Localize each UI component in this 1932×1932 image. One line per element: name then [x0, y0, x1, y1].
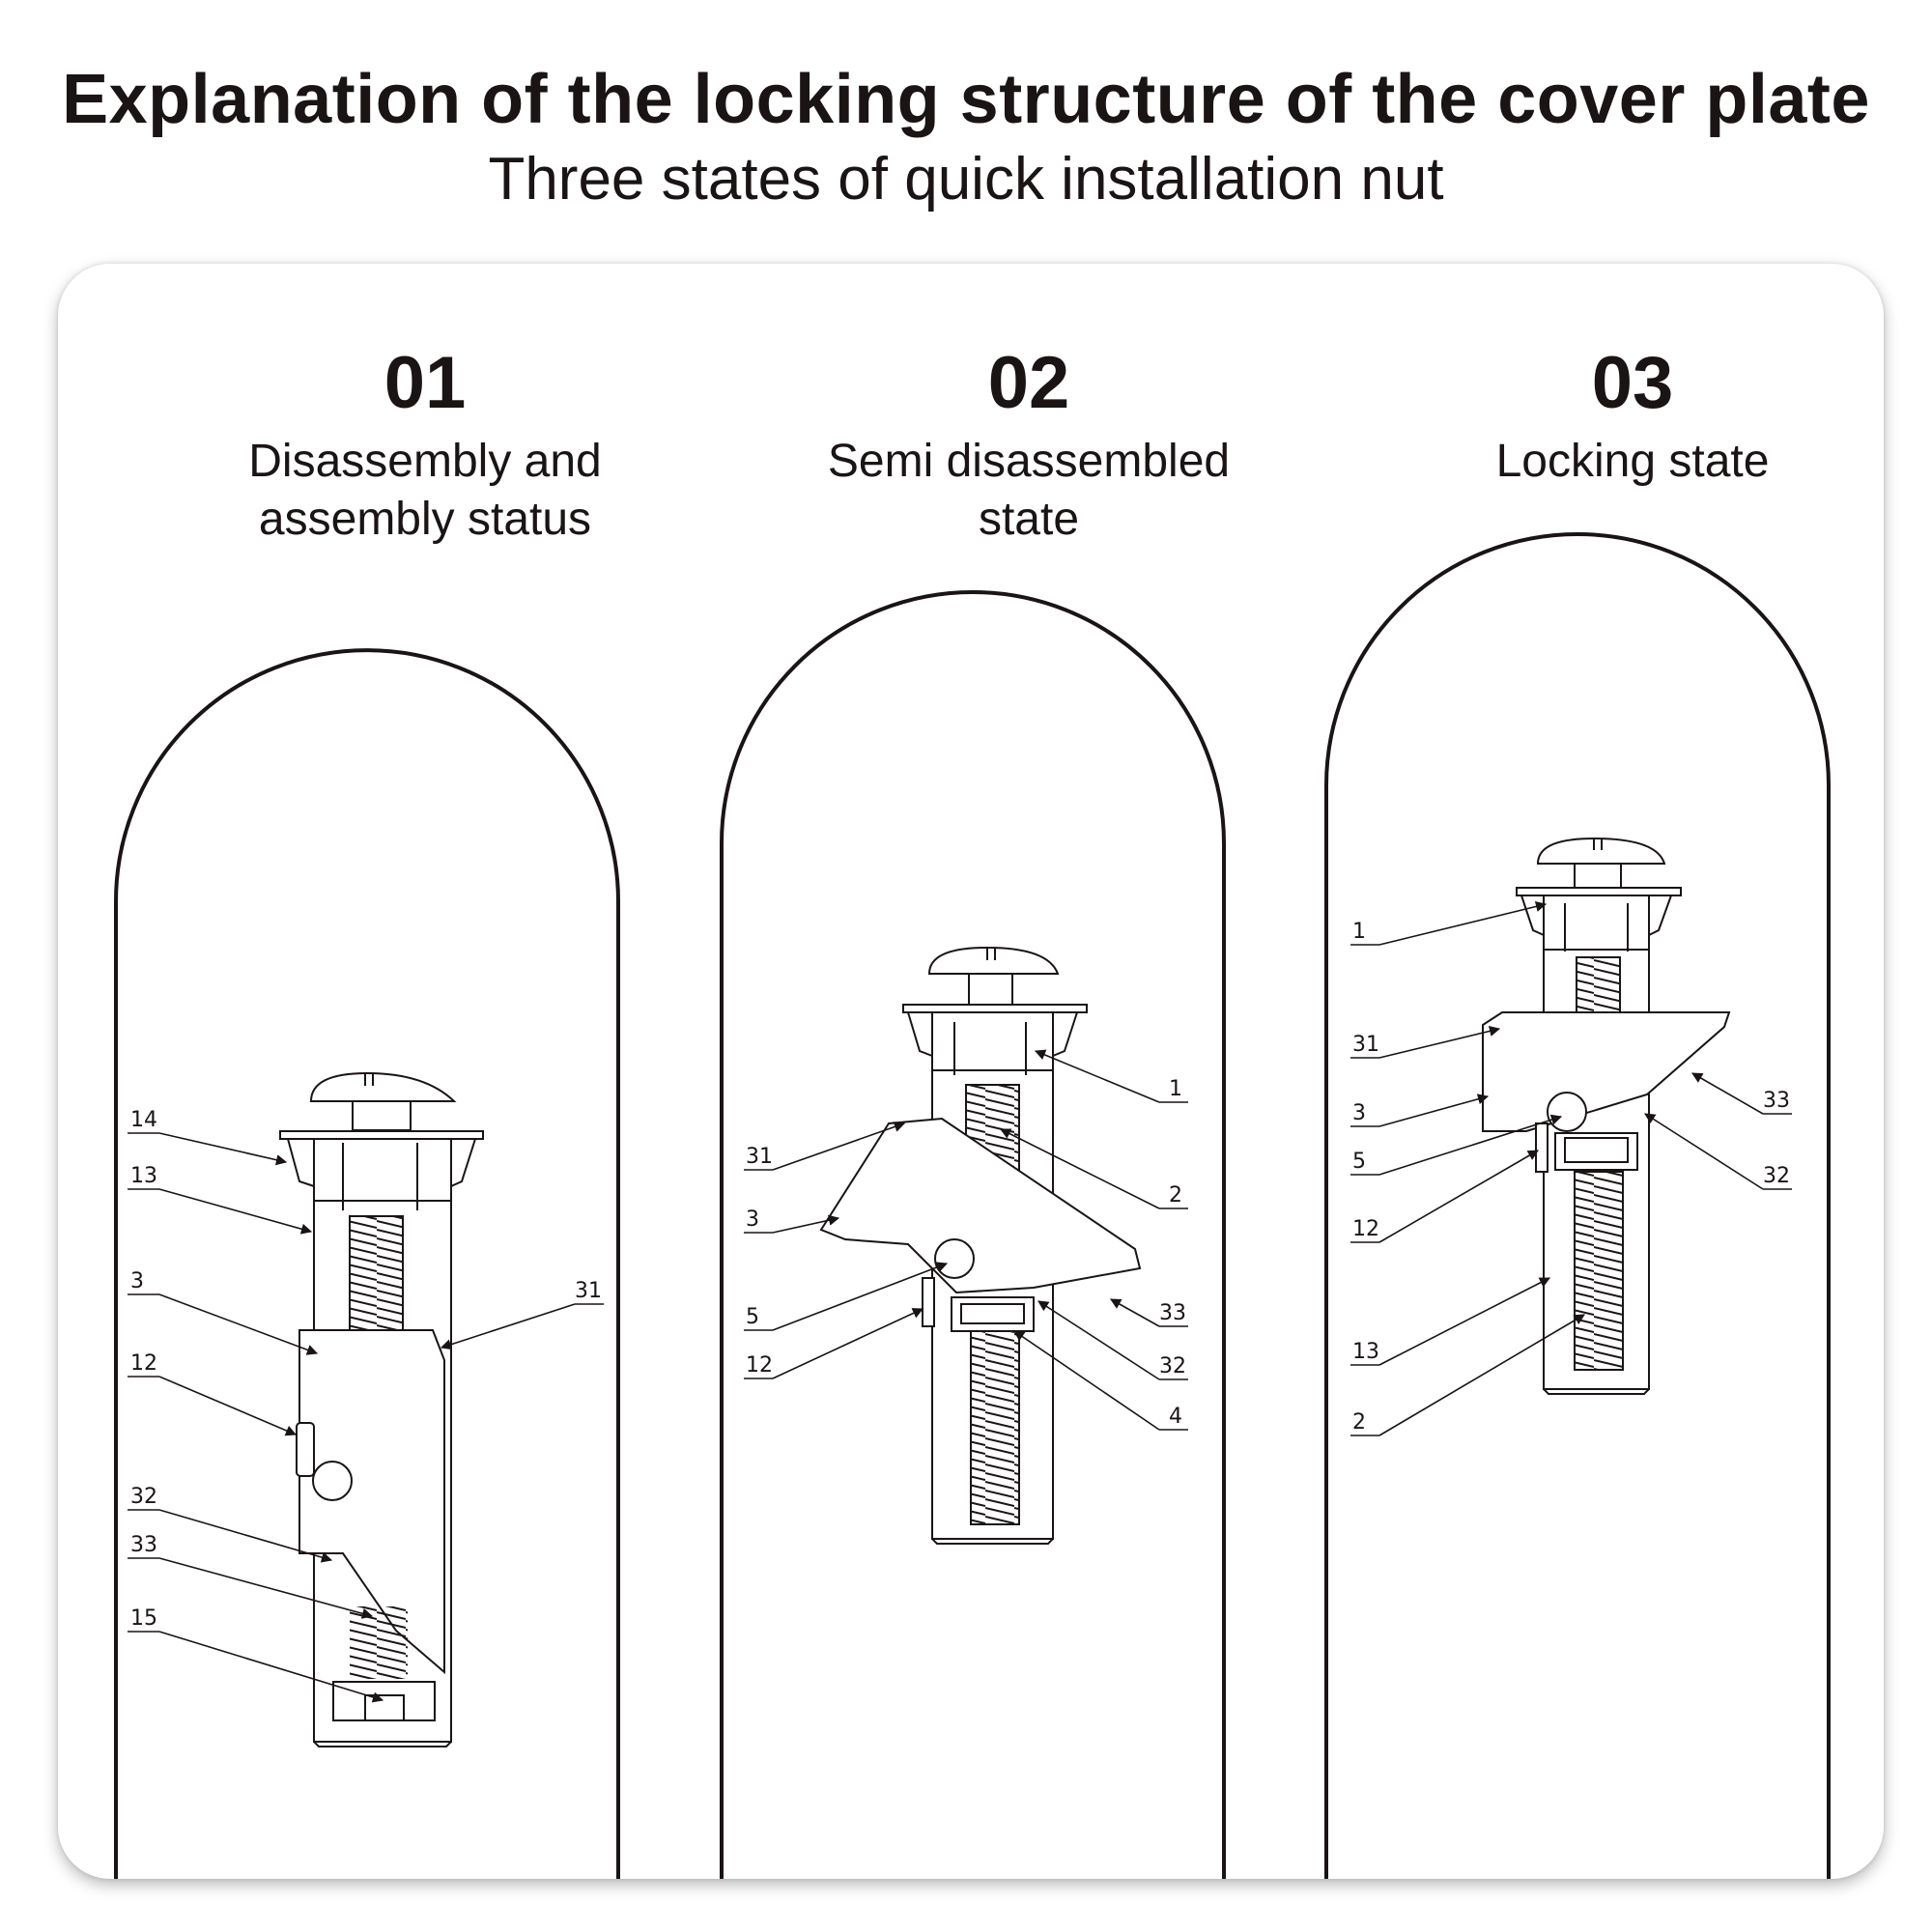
callout-31: 31: [1352, 1033, 1379, 1057]
state-3-label-line1: Locking state: [1495, 436, 1770, 487]
arch-frame-1: [114, 648, 620, 1879]
callout-14: 14: [130, 1108, 157, 1132]
diagram-card: 01 Disassembly and assembly status 02 Se…: [58, 264, 1884, 1879]
callout-2: 2: [1352, 1410, 1366, 1435]
arch-frame-3: [1324, 532, 1831, 1879]
callout-13: 13: [1352, 1340, 1379, 1364]
assembly-state-1: [279, 1071, 484, 1747]
callout-3: 3: [1352, 1101, 1366, 1125]
state-1-label-line2: assembly status: [258, 494, 592, 545]
callout-5: 5: [1352, 1150, 1366, 1174]
arch-frame-2: [720, 590, 1226, 1879]
callout-12: 12: [746, 1353, 773, 1378]
callout-32: 32: [1763, 1164, 1790, 1188]
state-3-label: Locking state: [1343, 433, 1884, 491]
callout-labels-state-2: 31 3 5 12 1 2 33 32 4: [746, 1077, 1186, 1429]
callout-3: 3: [746, 1208, 759, 1232]
assembly-state-3: [1482, 837, 1731, 1395]
locking-structure-drawing: 14 13 3 12 32 33 15 31: [114, 532, 1831, 1879]
callout-15: 15: [130, 1606, 157, 1631]
state-2-label: Semi disassembled state: [739, 433, 1319, 549]
state-1-label-line1: Disassembly and: [248, 436, 602, 487]
state-1-number: 01: [384, 342, 467, 424]
callout-1: 1: [1352, 920, 1366, 944]
assembly-state-2: [819, 946, 1142, 1545]
callout-13: 13: [130, 1164, 157, 1188]
callout-labels-state-1: 14 13 3 12 32 33 15 31: [130, 1108, 602, 1631]
callout-33: 33: [130, 1533, 157, 1557]
callout-2: 2: [1169, 1183, 1182, 1208]
callout-labels-state-3: 1 31 3 5 12 13 2 33 32: [1352, 920, 1790, 1435]
page-subtitle: Three states of quick installation nut: [488, 146, 1444, 213]
callout-3: 3: [130, 1269, 144, 1293]
state-3-number: 03: [1591, 342, 1674, 424]
state-1-label: Disassembly and assembly status: [135, 433, 715, 549]
callouts-state-3: [1350, 900, 1792, 1436]
callout-31: 31: [746, 1145, 773, 1169]
state-2-number: 02: [987, 342, 1070, 424]
callout-1: 1: [1169, 1077, 1182, 1101]
callout-32: 32: [1159, 1354, 1186, 1378]
callout-12: 12: [130, 1351, 157, 1376]
state-2-label-line1: Semi disassembled: [827, 436, 1231, 487]
callout-5: 5: [746, 1305, 759, 1329]
callout-33: 33: [1763, 1089, 1790, 1113]
callout-31: 31: [575, 1279, 602, 1303]
callout-4: 4: [1169, 1405, 1182, 1429]
callouts-state-1: [128, 1132, 604, 1703]
callout-32: 32: [130, 1485, 157, 1509]
page-title: Explanation of the locking structure of …: [62, 61, 1870, 138]
state-2-label-line2: state: [978, 494, 1080, 545]
callout-33: 33: [1159, 1301, 1186, 1325]
callout-12: 12: [1352, 1217, 1379, 1241]
callouts-state-2: [744, 1049, 1188, 1431]
